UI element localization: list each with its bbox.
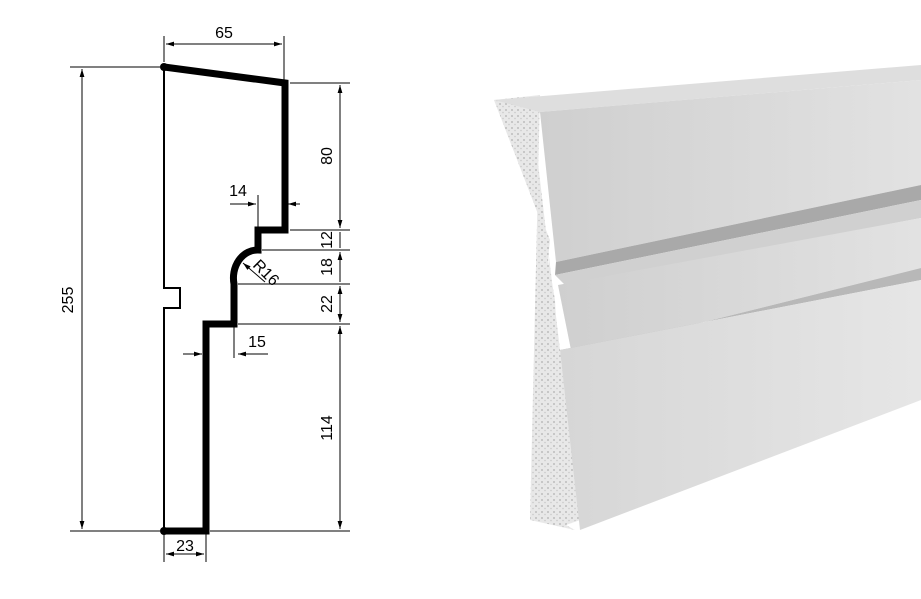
- dim-lower-step-width: 15: [248, 334, 266, 351]
- dimension-labels: 65 255 80 14 12 R16 18 22 15 114 23: [60, 25, 336, 555]
- dim-lower-step-height: 22: [319, 295, 336, 313]
- profile-section: [160, 63, 289, 535]
- dimension-lines: [70, 36, 350, 562]
- molding-3d-render: [494, 65, 921, 530]
- dim-base-width: 23: [176, 538, 194, 555]
- dim-total-height: 255: [60, 287, 77, 314]
- dim-top-width: 65: [215, 25, 233, 42]
- dim-radius: R16: [249, 257, 282, 290]
- dim-step-width: 14: [229, 183, 247, 200]
- dim-top-section: 80: [319, 147, 336, 165]
- dim-step-height: 12: [319, 231, 336, 249]
- dim-curve-height: 18: [319, 258, 336, 276]
- dim-bottom-section: 114: [319, 415, 336, 441]
